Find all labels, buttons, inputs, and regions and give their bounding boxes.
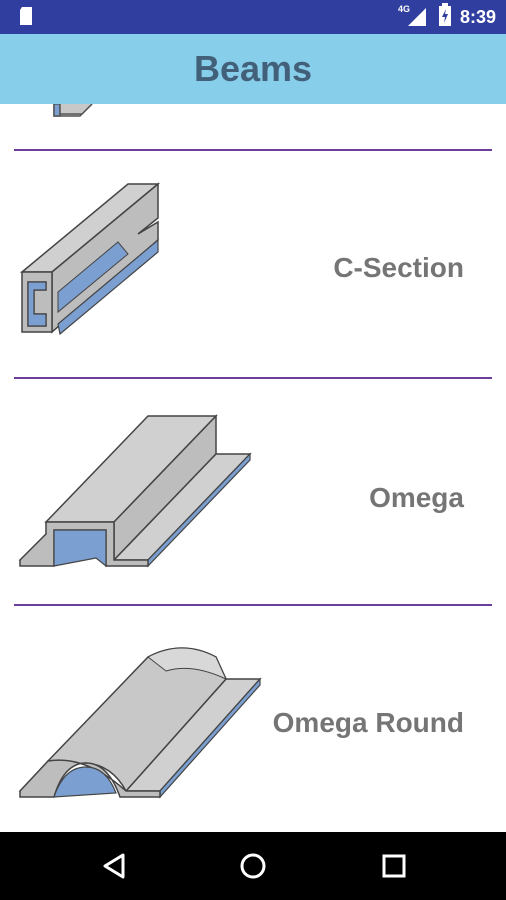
- status-time: 8:39: [459, 6, 496, 27]
- list-item[interactable]: Omega: [0, 380, 506, 606]
- back-icon[interactable]: [98, 850, 130, 882]
- divider: [14, 604, 492, 606]
- divider: [14, 377, 492, 379]
- app-toolbar: Beams: [0, 34, 506, 104]
- list-item[interactable]: Omega Round: [0, 607, 506, 832]
- battery-icon: [438, 2, 452, 32]
- recents-icon[interactable]: [378, 850, 410, 882]
- network-type: 4G: [397, 4, 410, 14]
- sd-card-icon: [18, 6, 34, 31]
- status-bar: 4G 8:39: [0, 0, 506, 34]
- signal-icon: 4G: [398, 4, 430, 28]
- home-icon[interactable]: [237, 850, 269, 882]
- c-section-icon: [19, 182, 161, 336]
- list-item[interactable]: C-Section: [0, 152, 506, 378]
- beam-partial-icon: [53, 104, 93, 117]
- item-label: Omega Round: [272, 707, 464, 738]
- omega-round-icon: [18, 647, 262, 799]
- omega-icon: [18, 414, 252, 568]
- page-title: Beams: [193, 48, 313, 89]
- item-label: Omega: [369, 482, 464, 513]
- beam-list[interactable]: C-Section Omega: [0, 104, 506, 832]
- navigation-bar: [0, 832, 506, 900]
- item-label: C-Section: [333, 252, 464, 283]
- list-item[interactable]: [0, 104, 506, 152]
- divider: [14, 149, 492, 151]
